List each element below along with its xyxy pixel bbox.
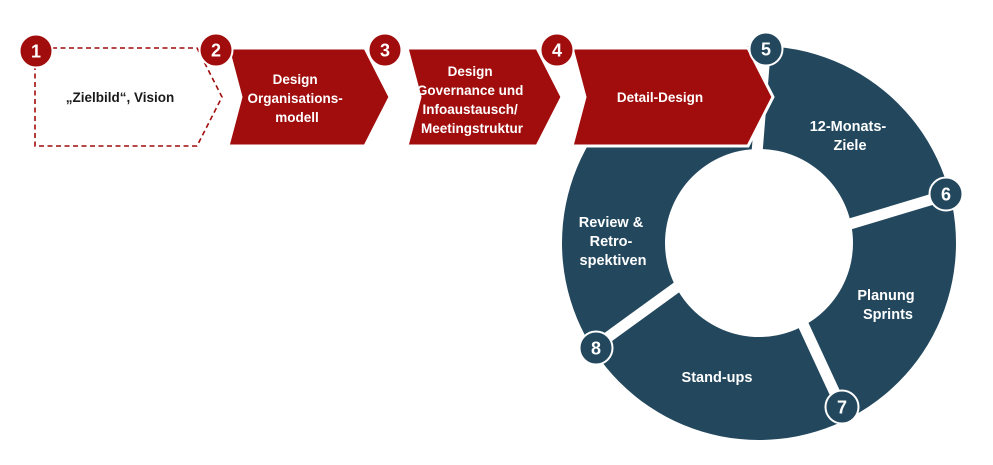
step-badge-7: 7: [824, 389, 860, 425]
step-badge-8-number: 8: [591, 339, 601, 359]
process-step-4-shape: [570, 46, 775, 148]
cycle-label-stand-ups: Stand-ups: [682, 370, 753, 386]
process-step-1-shape: [34, 47, 223, 147]
step-badge-2-circle: [198, 32, 234, 68]
step-badge-2-number: 2: [211, 41, 221, 61]
step-badge-6-number: 6: [941, 185, 951, 205]
process-step-1-label: „Zielbild“, Vision: [66, 90, 175, 105]
process-flow-group: „Zielbild“, Vision Design Organisations-…: [34, 46, 775, 148]
step-badge-1-number: 1: [31, 42, 41, 62]
step-badge-5-number: 5: [761, 40, 771, 60]
step-badge-3: 3: [367, 32, 403, 68]
step-badges-group: 1 2 3 4 5 6 7: [18, 31, 964, 425]
step-badge-8: 8: [578, 330, 614, 366]
cycle-label-review-retrospektiven: Review & Retro- spektiven: [579, 215, 648, 269]
step-badge-5: 5: [748, 31, 784, 67]
step-badge-1: 1: [18, 33, 54, 69]
step-badge-3-number: 3: [380, 41, 390, 61]
step-badge-1-circle: [18, 33, 54, 69]
step-badge-7-number: 7: [837, 398, 847, 418]
step-badge-4-number: 4: [552, 41, 562, 61]
step-badge-2: 2: [198, 32, 234, 68]
process-step-2-shape: [226, 46, 392, 148]
step-badge-8-circle: [578, 330, 614, 366]
step-badge-4: 4: [539, 32, 575, 68]
step-badge-5-circle: [748, 31, 784, 67]
step-badge-6: 6: [928, 176, 964, 212]
step-badge-6-circle: [928, 176, 964, 212]
step-badge-3-circle: [367, 32, 403, 68]
cycle-label-planung-sprints: Planung Sprints: [857, 288, 918, 323]
step-badge-7-circle: [824, 389, 860, 425]
step-badge-4-circle: [539, 32, 575, 68]
process-step-3-label: Design Governance und Infoaustausch/ Mee…: [417, 64, 527, 136]
cycle-label-12-monats-ziele: 12-Monats- Ziele: [810, 119, 891, 154]
process-step-4-label: Detail-Design: [617, 90, 703, 105]
process-step-3-shape: [405, 46, 564, 148]
process-step-2-label: Design Organisations- modell: [247, 72, 346, 125]
